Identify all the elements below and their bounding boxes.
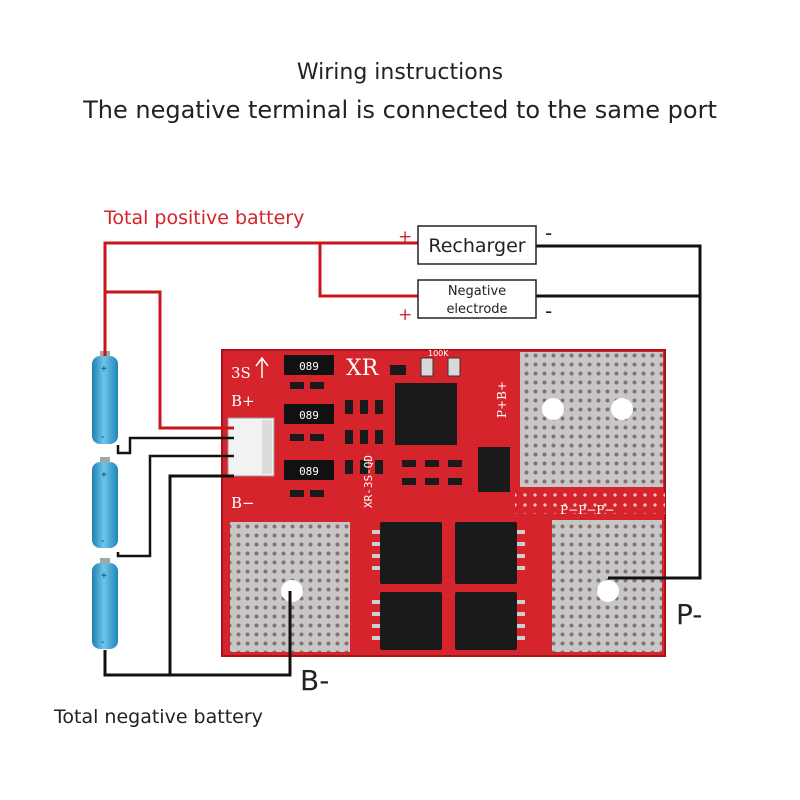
negative-electrode-label-2: electrode	[446, 302, 507, 317]
silk-pad-labels: P+B+	[495, 381, 509, 418]
resistor-code: 089	[299, 465, 319, 478]
mosfet-pins	[372, 530, 525, 640]
shunt-resistor	[284, 355, 334, 375]
silk-100k: 100K	[428, 349, 449, 358]
positive-wire-balance	[105, 290, 234, 430]
smd-components	[290, 365, 462, 497]
connector-latch	[262, 420, 272, 474]
mount-hole	[611, 398, 633, 420]
shunt-resistor	[284, 404, 334, 424]
battery-cell	[92, 356, 118, 444]
cell-plus: +	[101, 470, 107, 481]
recharger-box	[417, 225, 537, 265]
balance-wire-2	[116, 454, 234, 558]
resistor-code: 089	[299, 409, 319, 422]
plus-sign: +	[398, 227, 412, 247]
silk-b-plus: B+	[231, 392, 255, 410]
minus-sign: -	[545, 221, 552, 245]
mount-hole	[542, 398, 564, 420]
cell-minus: -	[101, 637, 104, 648]
bms-board: 089 089 089 3S B+ B− XR 100K XR-3S-QD P+…	[221, 349, 666, 657]
wiring	[103, 241, 702, 677]
mosfet	[455, 522, 517, 584]
mount-hole	[597, 580, 619, 602]
via-row	[515, 492, 665, 514]
battery-stack: + - + - + -	[92, 351, 118, 649]
negative-wire-b-minus	[105, 591, 292, 677]
mosfet-group	[380, 522, 517, 650]
mosfet	[380, 522, 442, 584]
silk-model: XR-3S-QD	[362, 455, 375, 508]
cell-plus: +	[101, 364, 107, 375]
trim-resistor	[447, 357, 461, 377]
balance-wire-1	[116, 436, 234, 455]
mosfet	[380, 592, 442, 650]
shunt-resistor	[284, 460, 334, 480]
pad-p-plus-b-plus	[520, 352, 663, 487]
negative-wire-balance	[103, 474, 234, 677]
silk-p-minus-row: P−P−P−	[560, 503, 614, 517]
cell-minus: -	[101, 536, 104, 547]
battery-cell	[92, 462, 118, 548]
arrow-up-icon	[255, 356, 269, 378]
diagram-subtitle: The negative terminal is connected to th…	[83, 96, 717, 124]
controller-ic	[395, 383, 457, 445]
battery-cell	[92, 563, 118, 649]
mosfet	[455, 592, 517, 650]
silk-3s: 3S	[231, 364, 251, 382]
p-minus-wire	[536, 244, 702, 580]
resistor-code: 089	[299, 360, 319, 373]
cell-plus: +	[101, 571, 107, 582]
small-mosfet	[478, 447, 510, 492]
negative-electrode-box	[417, 279, 537, 319]
minus-sign: -	[545, 299, 552, 323]
positive-wire-branch	[318, 243, 418, 298]
cell-cap	[100, 558, 110, 564]
diagram-title: Wiring instructions	[296, 60, 504, 85]
recharger-label: Recharger	[428, 235, 525, 257]
positive-wire-main	[103, 241, 418, 356]
b-minus-label: B-	[300, 664, 330, 697]
p-minus-label: P-	[676, 598, 703, 631]
negative-electrode-label-1: Negative	[448, 284, 506, 299]
silk-b-minus: B−	[231, 494, 255, 512]
total-negative-label: Total negative battery	[54, 706, 263, 728]
mount-hole	[281, 580, 303, 602]
plus-sign: +	[398, 305, 412, 325]
silk-brand: XR	[346, 356, 380, 381]
cell-cap	[100, 457, 110, 463]
cell-minus: -	[101, 432, 104, 443]
total-positive-label: Total positive battery	[104, 207, 305, 229]
trim-resistor	[420, 357, 434, 377]
